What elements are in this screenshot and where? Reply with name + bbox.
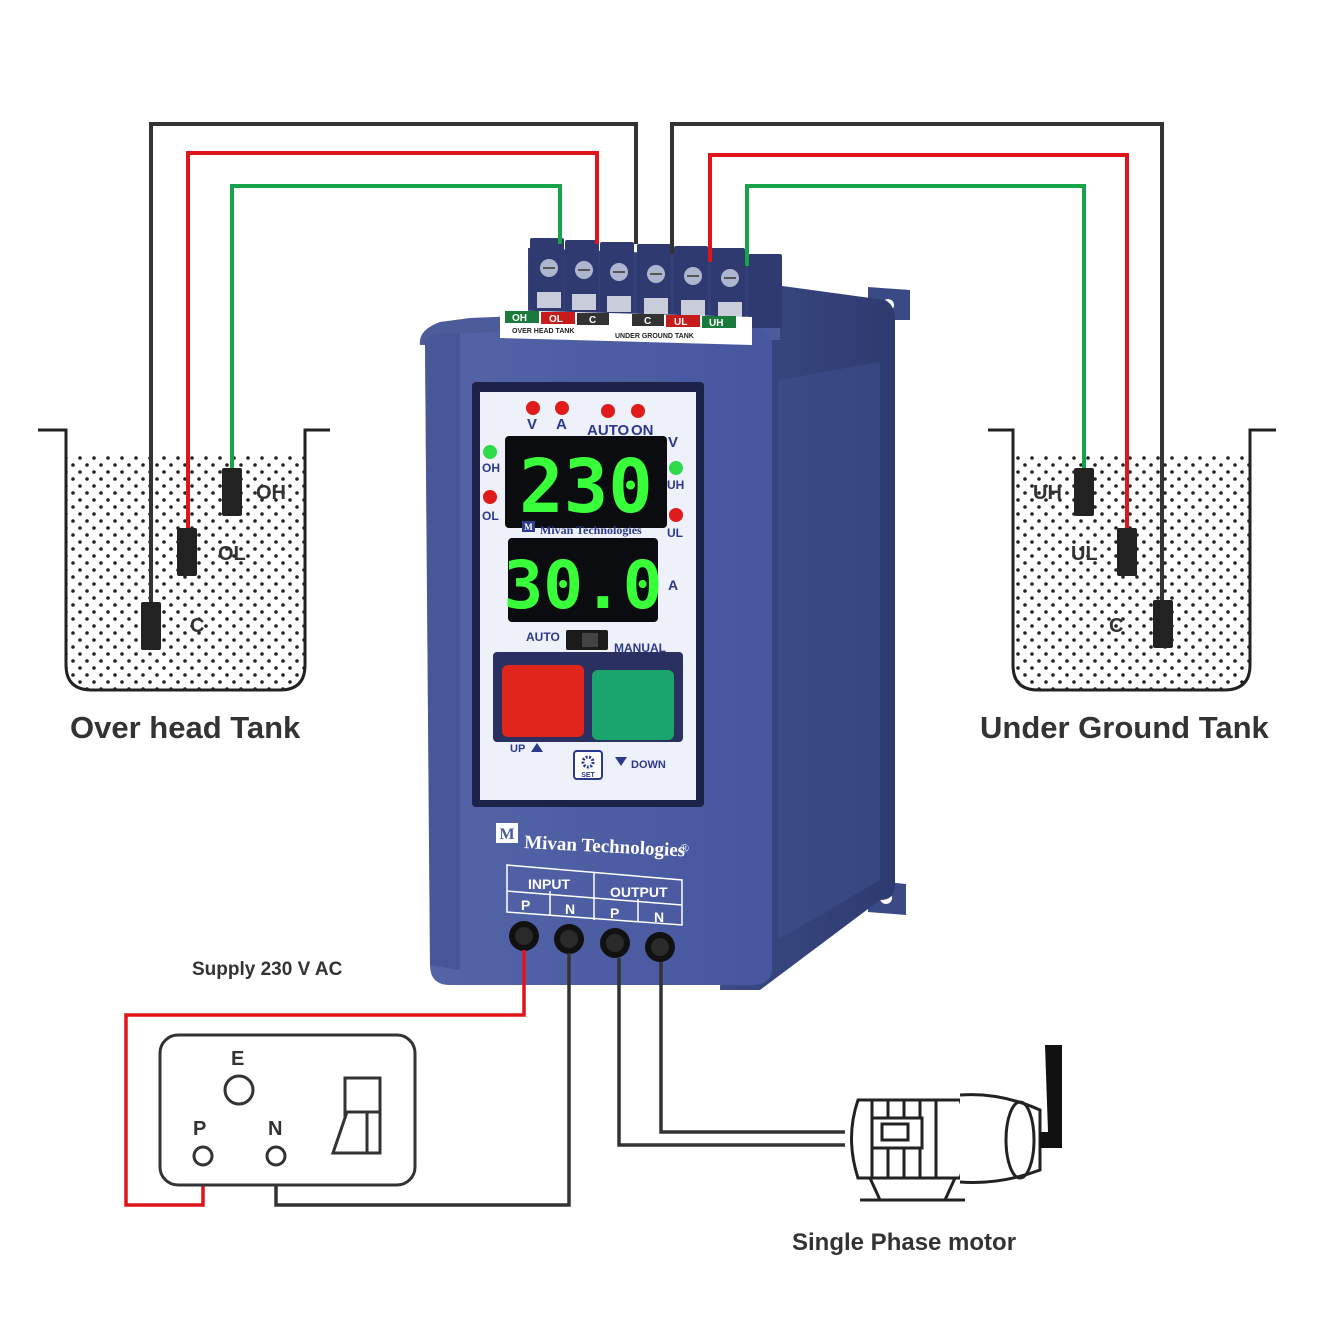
socket-neutral-pin xyxy=(265,1145,287,1167)
down-button[interactable] xyxy=(592,670,674,740)
current-display xyxy=(508,538,658,622)
svg-text:M: M xyxy=(524,522,533,532)
unit-current-label: A xyxy=(668,577,678,593)
up-arrow-icon xyxy=(531,743,543,752)
wire-output-neutral xyxy=(659,962,845,1134)
terminal-label-strip xyxy=(500,310,752,345)
overhead-probe-oh xyxy=(222,468,242,516)
socket-switch-icon xyxy=(330,1076,382,1155)
overhead-probe-ol-label: OL xyxy=(218,543,246,565)
socket-phase-pin xyxy=(192,1145,214,1167)
terminal-label-c2: C xyxy=(644,316,651,327)
wire-underground-ul xyxy=(708,153,1129,528)
current-readout: 30.0 xyxy=(504,547,663,624)
led-label-ul: UL xyxy=(667,526,683,540)
wall-socket xyxy=(158,1033,417,1187)
mode-auto-label: AUTO xyxy=(526,630,560,644)
motor-icon xyxy=(850,1093,1058,1202)
up-button[interactable] xyxy=(502,665,584,737)
socket-earth-pin xyxy=(223,1074,255,1106)
wire-output-phase xyxy=(617,958,845,1147)
underground-tank-title: Under Ground Tank xyxy=(980,710,1270,745)
overhead-probe-ol xyxy=(177,528,197,576)
output-n-label: N xyxy=(654,909,664,925)
input-p-label: P xyxy=(521,897,530,913)
terminal-label-uh: UH xyxy=(709,318,723,329)
indicator-label-on: ON xyxy=(631,422,654,439)
underground-probe-c-label: C xyxy=(1109,615,1123,637)
led-label-oh: OH xyxy=(482,461,500,475)
socket-e-label: E xyxy=(231,1048,244,1070)
wire-overhead-oh xyxy=(230,184,562,468)
cable-glands xyxy=(509,921,675,962)
supply-label: Supply 230 V AC xyxy=(192,959,343,980)
socket-p-label: P xyxy=(193,1118,206,1140)
terminal-caption-overhead: OVER HEAD TANK xyxy=(512,328,574,335)
down-arrow-icon xyxy=(615,757,627,766)
terminal-caption-underground: UNDER GROUND TANK xyxy=(615,333,694,340)
wire-underground-c xyxy=(670,122,1164,600)
sensor-wires xyxy=(149,122,1164,602)
output-p-label: P xyxy=(610,905,619,921)
led-on xyxy=(631,404,645,418)
terminal-block xyxy=(528,238,782,328)
led-ul xyxy=(669,508,683,522)
voltage-readout: 230 xyxy=(519,444,653,530)
panel-brand-logo-icon: M xyxy=(522,521,535,532)
mode-switch-knob[interactable] xyxy=(582,633,598,647)
terminal-label-oh: OH xyxy=(512,313,527,324)
registered-mark: ® xyxy=(680,841,689,855)
terminal-label-c1: C xyxy=(589,315,596,326)
down-label: DOWN xyxy=(631,759,666,771)
wire-overhead-c xyxy=(149,122,638,602)
wire-overhead-ol xyxy=(186,151,599,528)
led-current xyxy=(555,401,569,415)
led-label-uh: UH xyxy=(667,478,684,492)
indicator-label-a: A xyxy=(556,416,567,433)
indicator-label-auto: AUTO xyxy=(587,422,630,439)
overhead-probe-oh-label: OH xyxy=(256,482,286,504)
unit-voltage-label: V xyxy=(668,434,678,451)
wire-supply-phase xyxy=(124,950,526,1207)
led-uh xyxy=(669,461,683,475)
led-voltage xyxy=(526,401,540,415)
wire-underground-uh xyxy=(745,184,1086,468)
motor-label: Single Phase motor xyxy=(792,1229,1016,1256)
led-oh xyxy=(483,445,497,459)
underground-probe-ul-label: UL xyxy=(1071,543,1098,565)
underground-probe-c xyxy=(1153,600,1173,648)
panel-brand: Mivan Technologies xyxy=(540,523,642,537)
overhead-probe-c xyxy=(141,602,161,650)
up-label: UP xyxy=(510,743,525,755)
indicator-label-v: V xyxy=(527,416,537,433)
enclosure-logo-icon: M xyxy=(496,823,518,843)
overhead-probe-c-label: C xyxy=(190,615,204,637)
set-label: SET xyxy=(581,772,595,779)
mode-manual-label: MANUAL xyxy=(614,641,666,655)
terminal-label-ol: OL xyxy=(549,314,563,325)
gear-icon xyxy=(581,755,595,769)
socket-n-label: N xyxy=(268,1118,282,1140)
led-auto xyxy=(601,404,615,418)
led-label-ol: OL xyxy=(482,509,499,523)
overhead-tank-title: Over head Tank xyxy=(70,710,301,745)
underground-probe-ul xyxy=(1117,528,1137,576)
input-n-label: N xyxy=(565,901,575,917)
input-label: INPUT xyxy=(528,876,570,892)
voltage-display xyxy=(505,436,667,528)
motor-shaft-icon xyxy=(1040,1045,1062,1148)
terminal-label-ul: UL xyxy=(674,317,687,328)
io-label-box xyxy=(506,864,683,926)
underground-probe-uh-label: UH xyxy=(1033,482,1062,504)
svg-text:M: M xyxy=(499,826,514,843)
set-button[interactable] xyxy=(573,750,603,780)
output-label: OUTPUT xyxy=(610,884,668,900)
led-ol xyxy=(483,490,497,504)
underground-probe-uh xyxy=(1074,468,1094,516)
